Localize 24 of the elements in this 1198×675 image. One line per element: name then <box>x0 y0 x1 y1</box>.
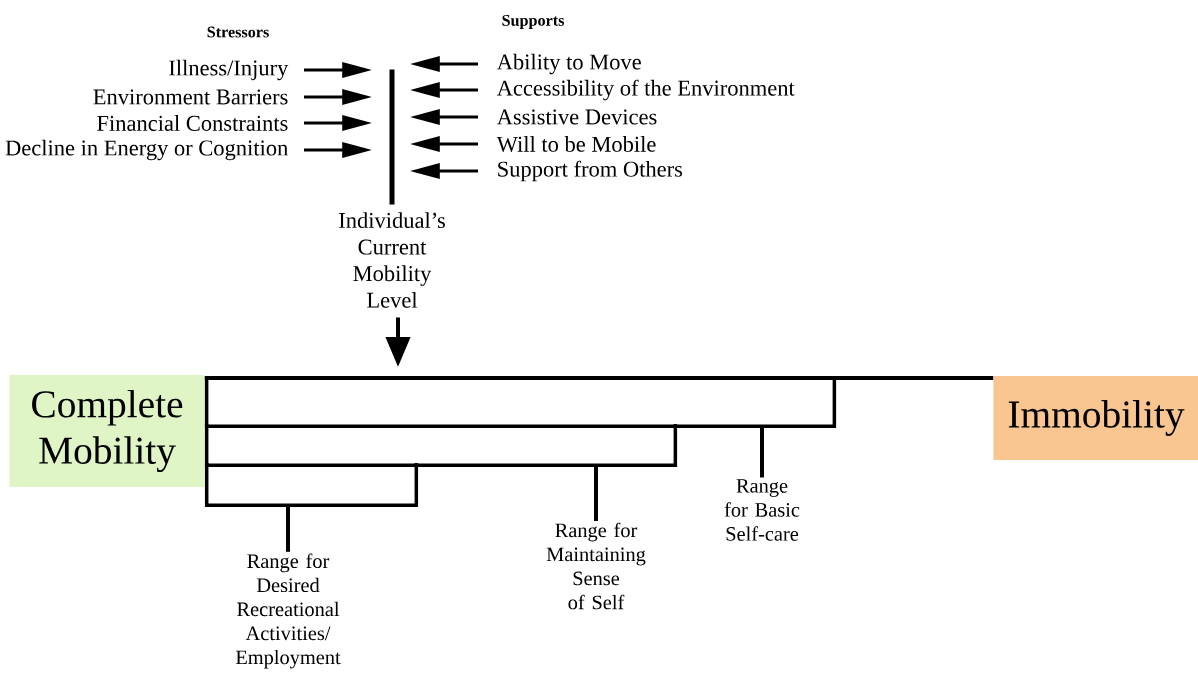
scale-line <box>204 376 994 380</box>
range-label: Range for Maintaining Sense of Self <box>546 522 646 610</box>
current-level-label: Individual’s Current Mobility Level <box>339 212 445 308</box>
support-label: Will to be Mobile <box>496 136 656 152</box>
column-heading: Stressors <box>207 26 269 38</box>
mobility-box: Complete Mobility <box>9 375 205 487</box>
stressor-label: Financial Constraints <box>97 115 288 131</box>
range-label: Range for Basic Self-care <box>724 479 800 541</box>
mobility-bar <box>389 69 395 205</box>
support-label: Ability to Move <box>496 53 641 75</box>
stressor-label: Decline in Energy or Cognition <box>5 139 288 161</box>
range-label: Range for Desired Recreational Activities/ Employment <box>235 553 341 669</box>
range-bracket <box>204 462 419 508</box>
leader-line <box>760 426 764 478</box>
stressor-label: Illness/Injury <box>169 59 289 81</box>
leader-line <box>594 465 598 521</box>
immobility-box: Immobility <box>993 376 1198 460</box>
stressor-label: Environment Barriers <box>93 89 288 105</box>
range-bracket <box>204 423 678 468</box>
support-label: Support from Others <box>498 160 683 182</box>
column-heading: Supports <box>502 14 565 30</box>
leader-line <box>286 505 290 552</box>
support-label: Accessibility of the Environment <box>496 79 795 101</box>
support-label: Assistive Devices <box>496 109 657 125</box>
